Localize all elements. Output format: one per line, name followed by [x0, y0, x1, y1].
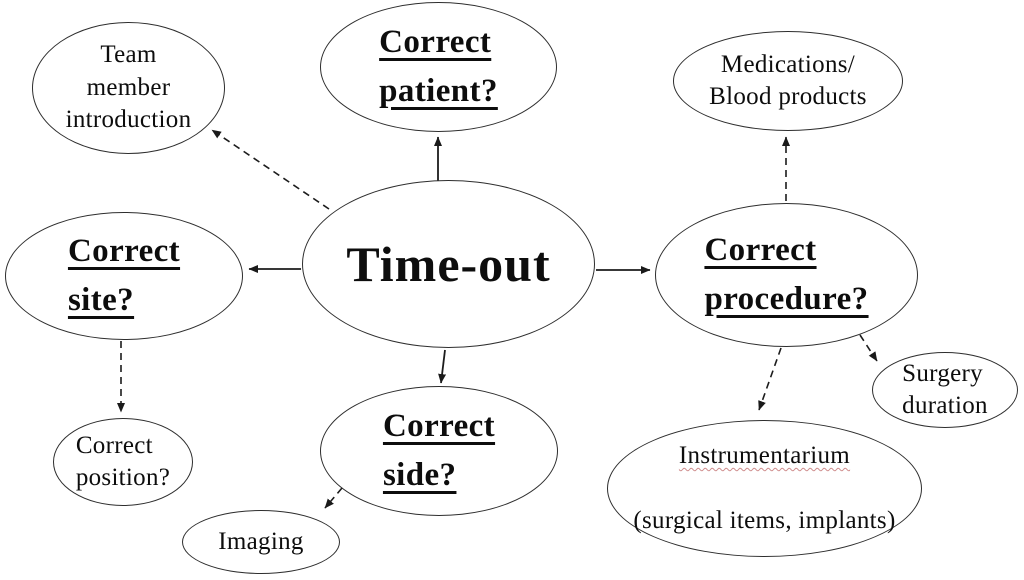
arrow-procedure-to-surgery: [859, 334, 878, 362]
node-surgery-label: Surgery duration: [902, 359, 988, 420]
node-imaging: Imaging: [182, 510, 340, 574]
node-correct-site: Correct site?: [5, 212, 243, 340]
node-correct-side: Correct side?: [320, 386, 558, 516]
node-imaging-label: Imaging: [218, 527, 304, 555]
node-surgery-duration: Surgery duration: [872, 352, 1018, 428]
node-correct-procedure: Correct procedure?: [655, 203, 918, 347]
node-procedure-label: Correct procedure?: [704, 232, 869, 317]
node-instrumentarium-line1: Instrumentarium: [678, 441, 851, 469]
node-position-label: Correct position?: [75, 431, 171, 492]
arrow-timeout-to-team: [211, 129, 330, 210]
node-patient-label: Correct patient?: [379, 24, 498, 109]
arrow-procedure-to-instrumentarium: [758, 347, 782, 411]
node-instrumentarium-line2: (surgical items, implants): [633, 506, 896, 534]
node-medications-label: Medications/ Blood products: [709, 50, 867, 111]
node-timeout-label: Time-out: [346, 235, 551, 292]
node-team-label: Team member introduction: [65, 41, 192, 134]
node-timeout: Time-out: [302, 180, 595, 348]
arrow-side-to-imaging: [324, 487, 343, 509]
node-site-label: Correct site?: [67, 233, 181, 318]
node-instrumentarium: Instrumentarium (surgical items, implant…: [607, 420, 922, 557]
node-medications-blood-products: Medications/ Blood products: [673, 31, 903, 131]
node-instrumentarium-label: Instrumentarium (surgical items, implant…: [633, 407, 895, 570]
node-side-label: Correct side?: [382, 408, 496, 493]
node-team-member-introduction: Team member introduction: [32, 22, 225, 154]
node-correct-patient: Correct patient?: [320, 2, 557, 132]
node-correct-position: Correct position?: [53, 418, 193, 506]
arrow-timeout-to-side: [438, 349, 447, 384]
